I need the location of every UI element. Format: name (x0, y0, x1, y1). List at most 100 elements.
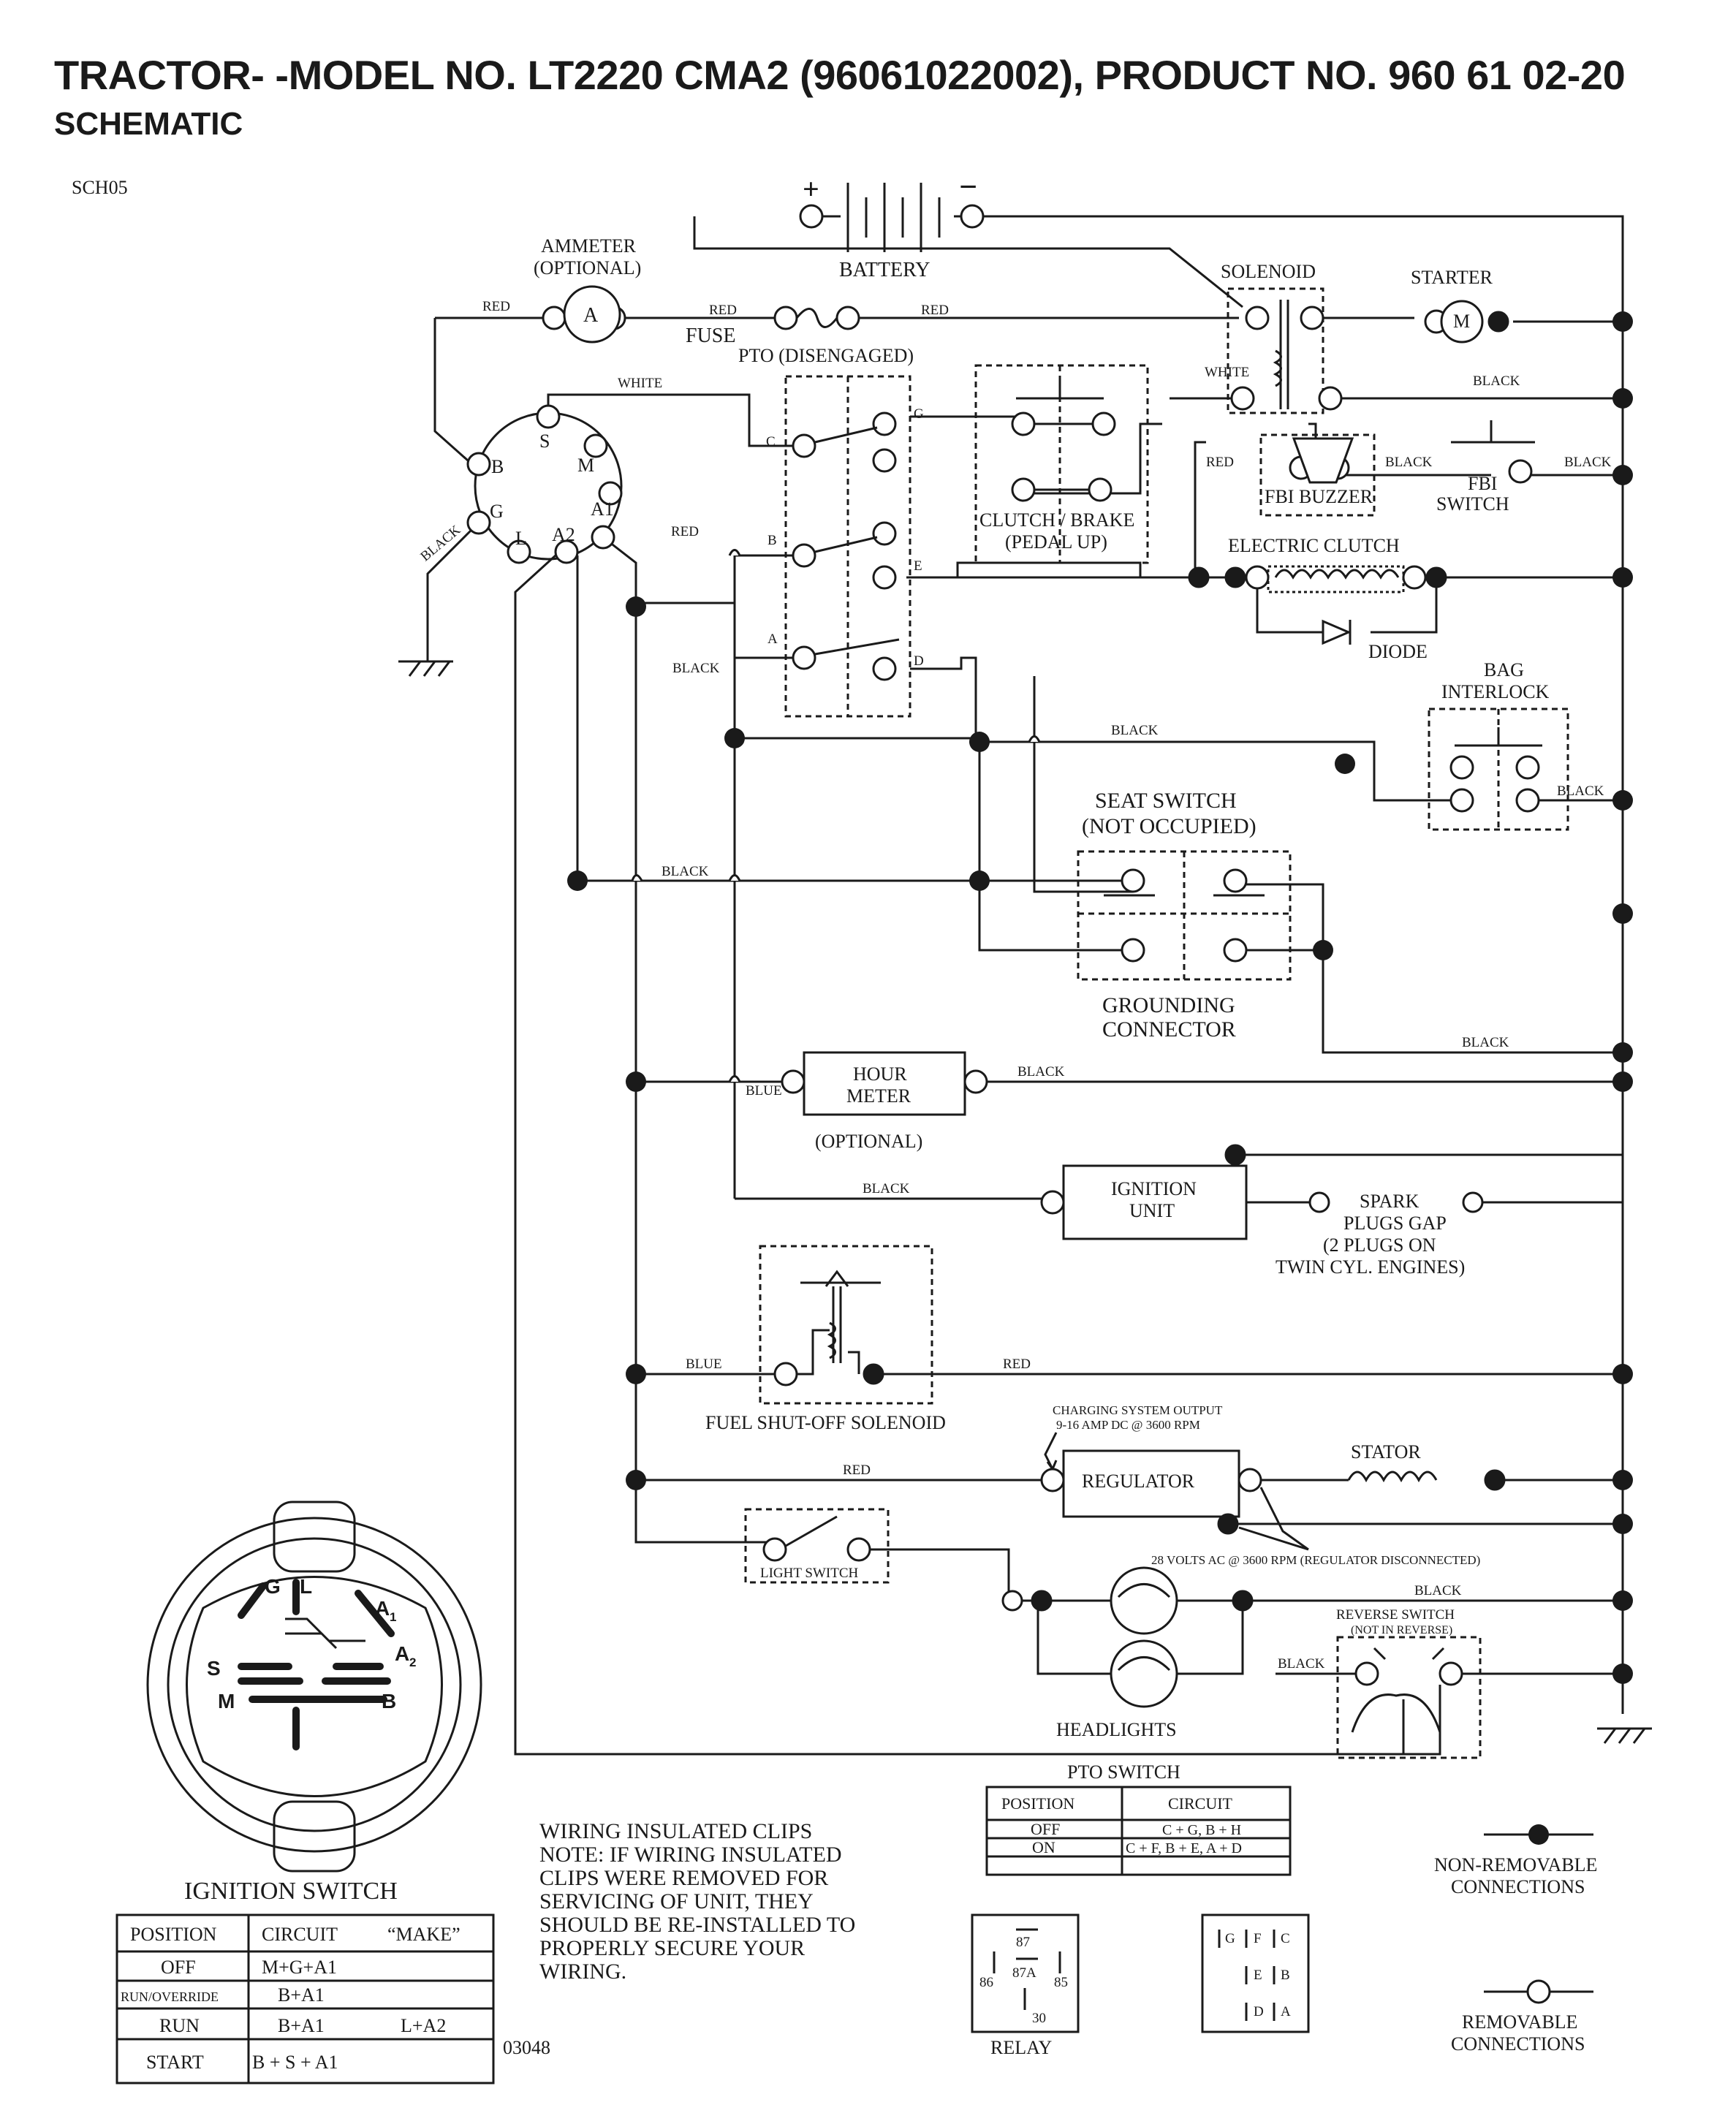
headlights: HEADLIGHTS (1001, 1566, 1254, 1740)
wire-label-red: RED (1206, 455, 1234, 470)
pto-plug-d: D (1254, 2004, 1264, 2019)
note-line: SERVICING OF UNIT, THEY (539, 1889, 814, 1913)
reverse-switch-sub-label: (NOT IN REVERSE) (1351, 1624, 1452, 1636)
ign-terminal-l: L (515, 528, 527, 549)
electric-clutch: ELECTRIC CLUTCH (1188, 535, 1447, 593)
ign-table-header-position: POSITION (130, 1924, 217, 1945)
pto-table (985, 1786, 1292, 1876)
relay-label: RELAY (990, 2037, 1052, 2058)
ammeter-optional-label: (OPTIONAL) (534, 257, 641, 278)
wire-label-black: BLACK (1278, 1656, 1325, 1672)
clutch-brake-label: CLUTCH / BRAKE (979, 509, 1134, 531)
plug-label-s: S (207, 1657, 221, 1680)
note-line: NOTE: IF WIRING INSULATED (539, 1843, 842, 1867)
ignition-switch-title: IGNITION SWITCH (184, 1878, 398, 1905)
reverse-switch: REVERSE SWITCH (NOT IN REVERSE) (1336, 1607, 1482, 1759)
relay-terminal-87: 87 (1016, 1935, 1030, 1950)
spark-plugs-gap-label: PLUGS GAP (1343, 1213, 1447, 1234)
pto-terminal-c: C (766, 434, 776, 449)
pto-table-cell: C + F, B + E, A + D (1126, 1840, 1242, 1856)
charging-output-sub-label: 9-16 AMP DC @ 3600 RPM (1056, 1418, 1200, 1432)
stator-label: STATOR (1351, 1441, 1421, 1463)
bag-interlock: BAG INTERLOCK (1428, 659, 1569, 831)
pto-table-title: PTO SWITCH (1067, 1761, 1180, 1783)
wire-label-red: RED (843, 1463, 871, 1478)
legend-non-removable: NON-REMOVABLE CONNECTIONS (1434, 1824, 1597, 1897)
wire-label-blue: BLUE (686, 1357, 722, 1372)
pto-plug-b: B (1281, 1968, 1290, 1983)
fbi-buzzer-label: FBI BUZZER (1265, 486, 1373, 507)
headlights-label: HEADLIGHTS (1056, 1719, 1177, 1740)
pto-table-cell: C + G, B + H (1162, 1822, 1241, 1838)
note-line: SHOULD BE RE-INSTALLED TO (539, 1913, 855, 1937)
grounding-label: GROUNDING (1102, 993, 1235, 1017)
ignition-switch-schematic: B S M G A1 L A2 (466, 404, 623, 564)
relay-terminal-85: 85 (1054, 1975, 1068, 1990)
ign-table-cell: START (146, 2052, 204, 2073)
battery: + − BATTERY (799, 169, 985, 281)
starter-label: STARTER (1411, 267, 1493, 288)
starter-motor: M STARTER (1411, 267, 1509, 344)
legend-removable: REMOVABLE CONNECTIONS (1451, 1979, 1593, 2055)
light-switch: LIGHT SWITCH (744, 1508, 890, 1584)
wire-label-black: BLACK (662, 864, 709, 879)
grounding-sub-label: CONNECTOR (1102, 1017, 1236, 1042)
pto-table-cell: ON (1032, 1838, 1055, 1856)
pto-plug-e: E (1254, 1968, 1262, 1983)
fbi-switch-label: FBI (1468, 473, 1497, 494)
note-line: WIRING. (539, 1960, 626, 1984)
battery-label: BATTERY (839, 259, 930, 281)
diode-label: DIODE (1368, 641, 1428, 662)
legend-non-removable-sub: CONNECTIONS (1451, 1876, 1585, 1897)
ign-terminal-m: M (577, 455, 594, 476)
ammeter-symbol: A (583, 304, 599, 327)
spark-plugs-note-2: TWIN CYL. ENGINES) (1276, 1256, 1465, 1278)
hour-meter: HOUR METER (OPTIONAL) (781, 1051, 988, 1152)
plug-label-a1: A (375, 1597, 390, 1620)
ign-table-cell: RUN/OVERRIDE (121, 1989, 219, 2004)
sheet-code: SCH05 (72, 177, 128, 198)
hour-meter-optional: (OPTIONAL) (815, 1131, 922, 1152)
relay-terminal-30: 30 (1032, 2011, 1046, 2026)
ignition-unit: IGNITION UNIT (1040, 1144, 1248, 1240)
electric-clutch-label: ELECTRIC CLUTCH (1228, 535, 1400, 556)
ign-table-cell: B+A1 (278, 2015, 325, 2036)
battery-plus-label: + (803, 172, 819, 205)
solenoid-label: SOLENOID (1221, 261, 1316, 282)
legend-removable-sub: CONNECTIONS (1451, 2033, 1585, 2055)
note-line: CLIPS WERE REMOVED FOR (539, 1866, 828, 1890)
wire-label-black: BLACK (1462, 1035, 1509, 1050)
pto-terminal-d: D (914, 653, 924, 669)
wire-label-black: BLACK (1111, 723, 1159, 738)
fbi-switch-sub-label: SWITCH (1436, 493, 1509, 515)
solenoid: SOLENOID (1221, 261, 1343, 414)
ign-table-cell: M+G+A1 (262, 1957, 337, 1978)
wire-label-red: RED (709, 303, 737, 318)
ign-table-cell: B+A1 (278, 1984, 325, 2006)
ignition-unit-label: IGNITION (1111, 1178, 1197, 1199)
ign-table-cell: L+A2 (401, 2015, 446, 2036)
clutch-brake-sub-label: (PEDAL UP) (1005, 531, 1107, 553)
battery-minus-label: − (959, 169, 977, 205)
charging-output-label: CHARGING SYSTEM OUTPUT (1053, 1403, 1223, 1417)
fuse-label: FUSE (686, 325, 735, 347)
ign-table-header-circuit: CIRCUIT (262, 1924, 338, 1945)
diode: DIODE (1322, 619, 1428, 662)
wire-label-black: BLACK (1017, 1064, 1065, 1080)
spark-plugs: SPARK PLUGS GAP (2 PLUGS ON TWIN CYL. EN… (1276, 1191, 1484, 1278)
ign-table-cell: B + S + A1 (252, 2052, 338, 2073)
note-line: WIRING INSULATED CLIPS (539, 1819, 812, 1843)
bag-interlock-label: BAG (1484, 659, 1524, 680)
seat-switch: SEAT SWITCH (NOT OCCUPIED) GROUNDING CON… (1077, 789, 1292, 1042)
spark-plugs-note-1: (2 PLUGS ON (1323, 1234, 1436, 1256)
wire-label-black: BLACK (1564, 455, 1612, 470)
pto-label: PTO (DISENGAGED) (738, 345, 914, 366)
wire-label-red: RED (482, 299, 510, 314)
ignition-table (115, 1913, 495, 2084)
junction-dots (567, 311, 1633, 1684)
pto-plug-g: G (1225, 1931, 1235, 1946)
legend-non-removable-label: NON-REMOVABLE (1434, 1854, 1597, 1875)
fuse: FUSE (686, 306, 860, 347)
